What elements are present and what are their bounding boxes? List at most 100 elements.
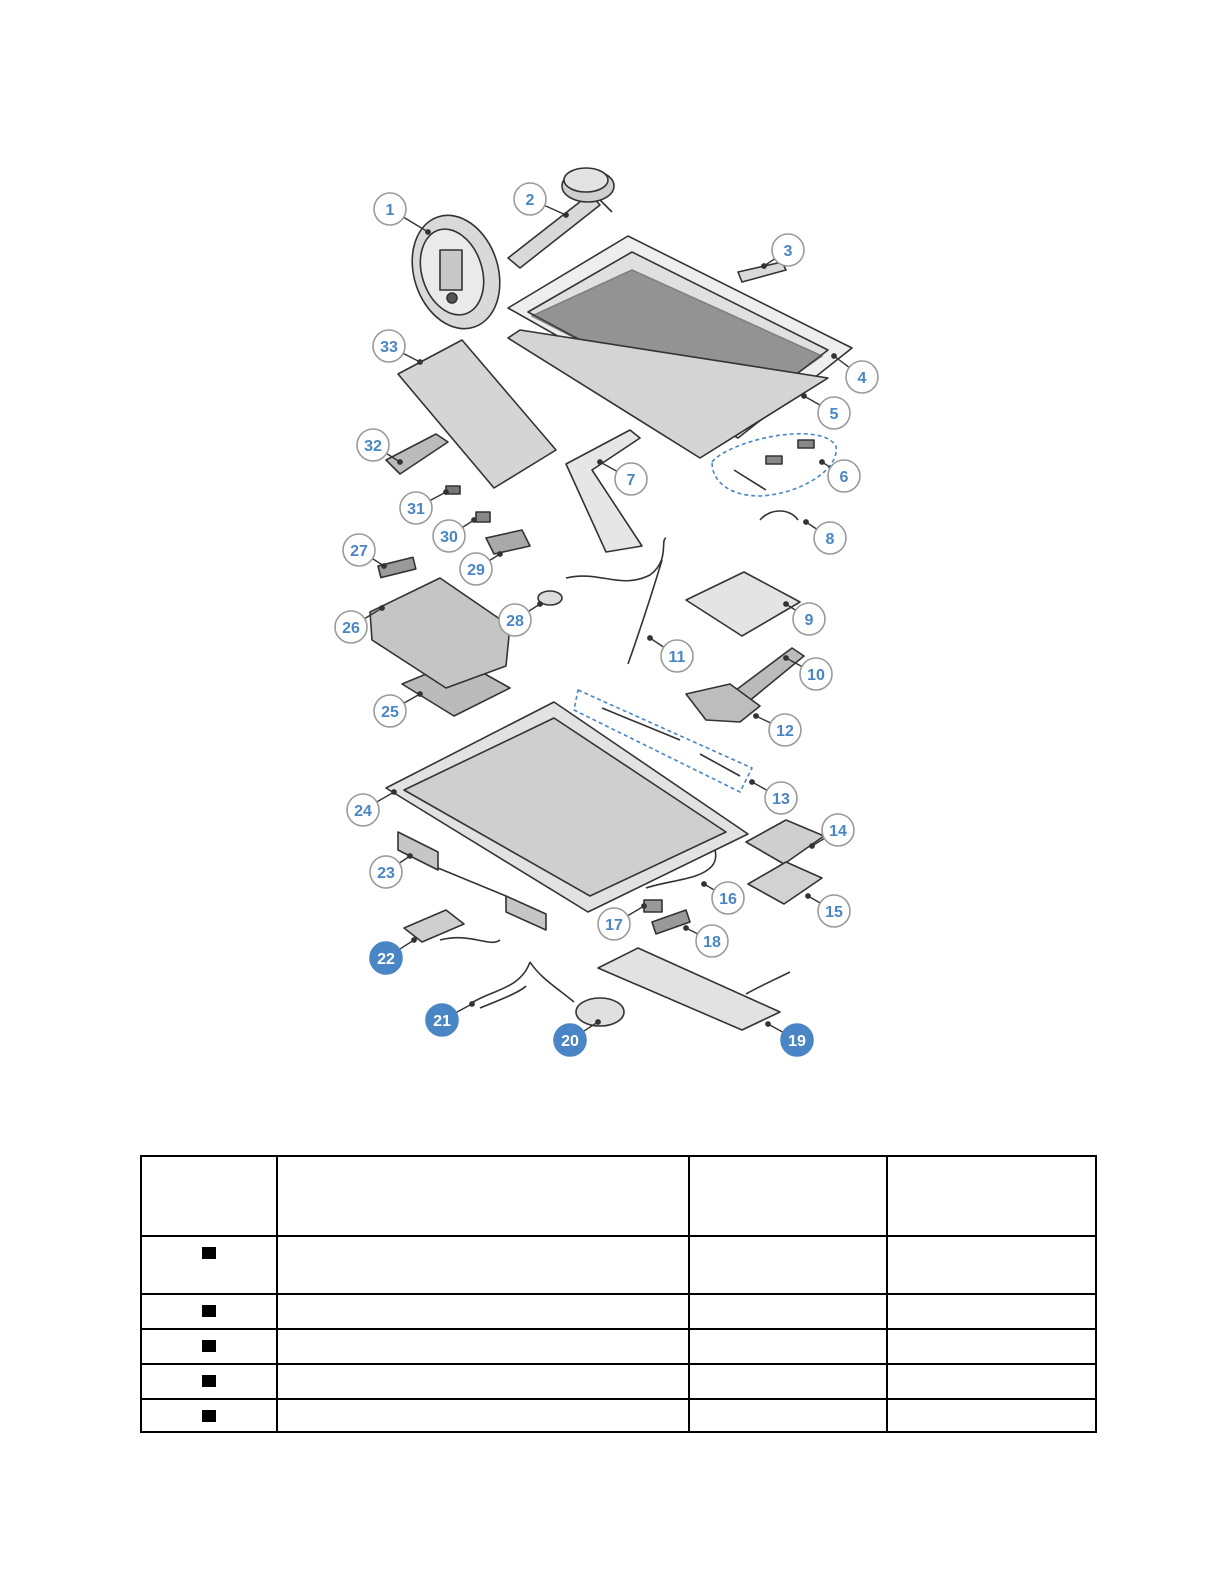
bullet-square-icon <box>202 1340 216 1352</box>
callout-circle <box>771 233 805 267</box>
callout-leader-line <box>455 1003 473 1014</box>
drive-bracket-part <box>735 647 805 703</box>
callout-leader-line <box>544 204 567 216</box>
table-row <box>140 1328 1097 1365</box>
callout-leader-dot <box>809 843 815 849</box>
callout-leader-dot <box>831 353 837 359</box>
callout-leader-line <box>429 491 447 502</box>
callout-9: 9 <box>792 602 826 636</box>
speakers-part <box>397 831 547 931</box>
callout-circle <box>768 713 802 747</box>
callout-circle <box>399 491 433 525</box>
power-cord-part <box>469 961 531 1009</box>
callout-leader-dot <box>497 551 503 557</box>
callout-number: 24 <box>354 803 372 820</box>
callout-leader-line <box>627 905 645 917</box>
callout-circle <box>845 360 879 394</box>
heatsink-part <box>385 433 449 475</box>
callout-number: 22 <box>377 951 395 968</box>
callout-11: 11 <box>660 639 694 673</box>
callout-leader-dot <box>443 489 449 495</box>
callout-20: 20 <box>553 1023 587 1057</box>
callout-circle <box>373 694 407 728</box>
callout-22: 22 <box>369 941 403 975</box>
row-marker-cell <box>140 1363 278 1400</box>
callout-2: 2 <box>513 182 547 216</box>
callout-leader-line <box>803 395 821 406</box>
m2-ssd-part <box>485 529 531 555</box>
callout-leader-line <box>403 216 429 233</box>
callout-leader-line <box>599 461 618 472</box>
bullet-square-icon <box>202 1410 216 1422</box>
callout-number: 6 <box>840 469 849 486</box>
callout-5: 5 <box>817 396 851 430</box>
callout-10: 10 <box>799 657 833 691</box>
table-row <box>140 1398 1097 1433</box>
callout-leader-dot <box>397 459 403 465</box>
table-cell <box>276 1363 690 1400</box>
callout-leader-dot <box>407 853 413 859</box>
table-row <box>140 1293 1097 1330</box>
wifi-card-part <box>475 511 491 523</box>
cable-part <box>759 510 799 521</box>
callout-4: 4 <box>845 360 879 394</box>
callout-circle <box>369 941 403 975</box>
callout-leader-dot <box>425 229 431 235</box>
callout-circle <box>799 657 833 691</box>
callout-number: 13 <box>772 791 790 808</box>
callout-number: 16 <box>719 891 737 908</box>
callout-leader-dot <box>819 459 825 465</box>
hard-drive-part <box>745 819 825 865</box>
callout-15: 15 <box>817 894 851 928</box>
callout-1: 1 <box>373 192 407 226</box>
callout-leader-dot <box>783 655 789 661</box>
table-cell <box>886 1293 1097 1330</box>
callout-32: 32 <box>356 428 390 462</box>
callout-circle <box>695 924 729 958</box>
callout-16: 16 <box>711 881 745 915</box>
callout-25: 25 <box>373 694 407 728</box>
callout-circle <box>346 793 380 827</box>
callout-28: 28 <box>498 603 532 637</box>
table-cell <box>688 1293 888 1330</box>
callout-number: 11 <box>669 649 686 666</box>
callout-3: 3 <box>771 233 805 267</box>
callout-leader-dot <box>563 212 569 218</box>
callout-circle <box>373 192 407 226</box>
callout-number: 21 <box>433 1013 451 1030</box>
parts-table <box>140 1155 1097 1433</box>
callout-leader-dot <box>801 393 807 399</box>
keyboard-part <box>597 947 791 1031</box>
callout-circle <box>711 881 745 915</box>
table-cell <box>688 1363 888 1400</box>
callout-7: 7 <box>614 462 648 496</box>
callout-number: 2 <box>526 192 535 209</box>
callout-19: 19 <box>780 1023 814 1057</box>
callout-leader-line <box>833 355 850 368</box>
callout-leader-line <box>785 657 803 668</box>
table-cell <box>886 1398 1097 1433</box>
row-marker-cell <box>140 1328 278 1365</box>
table-cell <box>276 1398 690 1433</box>
row-marker-cell <box>140 1398 278 1433</box>
callout-circle <box>821 813 855 847</box>
callout-leader-lines <box>364 204 850 1033</box>
bullet-square-icon <box>202 1375 216 1387</box>
header-cell <box>140 1155 278 1237</box>
callout-circle <box>498 603 532 637</box>
table-row <box>140 1363 1097 1400</box>
ribbon-cable-part <box>565 429 643 553</box>
callout-leader-dot <box>803 519 809 525</box>
callout-27: 27 <box>342 533 376 567</box>
callout-circle <box>432 519 466 553</box>
part-illustrations <box>369 167 853 1031</box>
callout-number: 19 <box>788 1033 806 1050</box>
callout-leader-dot <box>537 601 543 607</box>
callout-6: 6 <box>827 459 861 493</box>
callout-leader-dot <box>701 881 707 887</box>
callout-circle <box>356 428 390 462</box>
callout-circle <box>334 610 368 644</box>
mouse-part <box>529 961 625 1027</box>
callout-leader-dot <box>683 925 689 931</box>
table-cell <box>276 1293 690 1330</box>
